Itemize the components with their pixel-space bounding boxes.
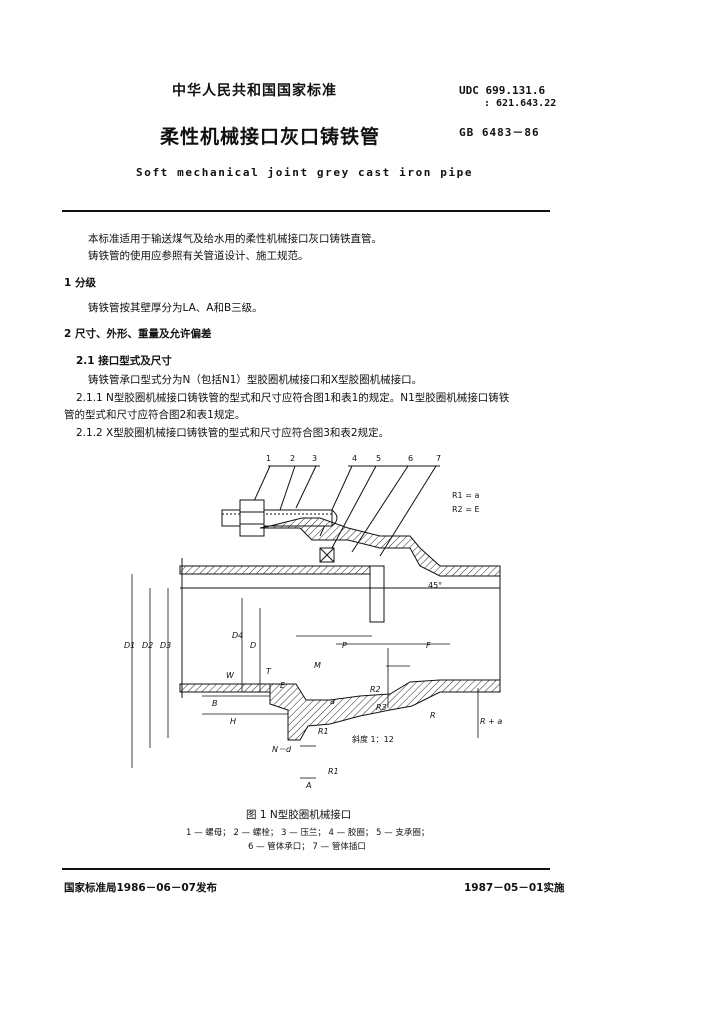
dim-ra-label: R + a — [480, 717, 502, 726]
dim-h-label: H — [230, 717, 236, 726]
part-number-3: 3 — [312, 454, 317, 463]
part-number-5: 5 — [376, 454, 381, 463]
dim-r1-bottom-label: R1 — [328, 767, 339, 776]
section-2-1-text: 铸铁管承口型式分为N（包括N1）型胶圈机械接口和X型胶圈机械接口。 — [88, 374, 423, 386]
dim-p-label: P — [342, 641, 347, 650]
dim-r2-label: R2 — [370, 685, 381, 694]
part-number-7: 7 — [436, 454, 441, 463]
dim-t-label: T — [266, 667, 272, 676]
angle-label: 45° — [428, 581, 442, 590]
dim-r-label: R — [430, 711, 436, 720]
section-2-1-1-line2: 管的型式和尺寸应符合图2和表1规定。 — [64, 409, 246, 421]
intro-paragraph-1: 本标准适用于输送煤气及给水用的柔性机械接口灰口铸铁直管。 — [88, 233, 382, 245]
effective-date: 1987－05－01实施 — [464, 882, 565, 894]
dim-f-label: F — [426, 641, 431, 650]
english-title: Soft mechanical joint grey cast iron pip… — [136, 166, 474, 179]
spigot-wall-bottom — [179, 683, 271, 693]
figure-legend-line1: 1 — 螺母； 2 — 螺栓； 3 — 压兰； 4 — 胶圈； 5 — 支承圈； — [186, 828, 430, 838]
dim-d2-label: D2 — [142, 641, 153, 650]
figure-caption: 图 1 N型胶圈机械接口 — [246, 809, 352, 821]
intro-paragraph-2: 铸铁管的使用应参照有关管道设计、施工规范。 — [88, 250, 309, 262]
dim-a-label: A — [305, 781, 311, 790]
section-1-heading: 1 分级 — [64, 277, 96, 289]
issue-date: 国家标准局1986－06－07发布 — [64, 882, 217, 894]
dim-b-label: B — [212, 699, 218, 708]
issuing-country-standard: 中华人民共和国国家标准 — [172, 83, 337, 99]
dim-nd-label: N－d — [272, 745, 292, 754]
top-divider — [62, 210, 550, 212]
part-number-6: 6 — [408, 454, 413, 463]
socket-wall-bottom — [269, 679, 501, 741]
dim-small-a-label: a — [330, 697, 335, 706]
dim-d4-label: D4 — [232, 631, 243, 640]
udc-code-line1: UDC 699.131.6 — [459, 84, 546, 97]
section-1-text: 铸铁管按其壁厚分为LA、A和B三级。 — [88, 302, 263, 314]
bolt-assembly — [221, 499, 338, 537]
r2-note: R2 = E — [452, 505, 480, 514]
standard-number: GB 6483－86 — [459, 126, 540, 139]
section-2-1-2-text: 2.1.2 X型胶圈机械接口铸铁管的型式和尺寸应符合图3和表2规定。 — [76, 427, 390, 439]
r1-note: R1 = a — [452, 491, 479, 500]
part-number-4: 4 — [352, 454, 357, 463]
figure-legend-line2: 6 — 管体承口； 7 — 管体插口 — [248, 842, 366, 852]
section-2-1-heading: 2.1 接口型式及尺寸 — [76, 355, 172, 367]
dim-r1-label: R1 — [318, 727, 329, 736]
spigot-wall-top — [179, 565, 381, 575]
n-type-joint-drawing: 1 2 3 4 5 6 7 R1 = a R2 = E 45° — [124, 454, 502, 790]
part-number-1: 1 — [266, 454, 271, 463]
dim-e-label: E — [280, 681, 286, 690]
document-title: 柔性机械接口灰口铸铁管 — [160, 126, 381, 148]
dim-big-d-label: D — [250, 641, 256, 650]
dimension-lines — [131, 574, 479, 779]
dim-r3-label: R3 — [376, 703, 387, 712]
bottom-divider — [62, 868, 550, 870]
dim-d3-label: D3 — [160, 641, 171, 650]
section-2-heading: 2 尺寸、外形、重量及允许偏差 — [64, 328, 212, 340]
taper-note: 斜度 1：12 — [352, 734, 394, 744]
dim-w-label: W — [226, 671, 235, 680]
dim-m-label: M — [314, 661, 321, 670]
part-number-2: 2 — [290, 454, 295, 463]
section-2-1-1-line1: 2.1.1 N型胶圈机械接口铸铁管的型式和尺寸应符合图1和表1的规定。N1型胶圈… — [76, 392, 510, 404]
udc-code-line2: : 621.643.22 — [484, 98, 557, 109]
dim-d1-label: D1 — [124, 641, 135, 650]
